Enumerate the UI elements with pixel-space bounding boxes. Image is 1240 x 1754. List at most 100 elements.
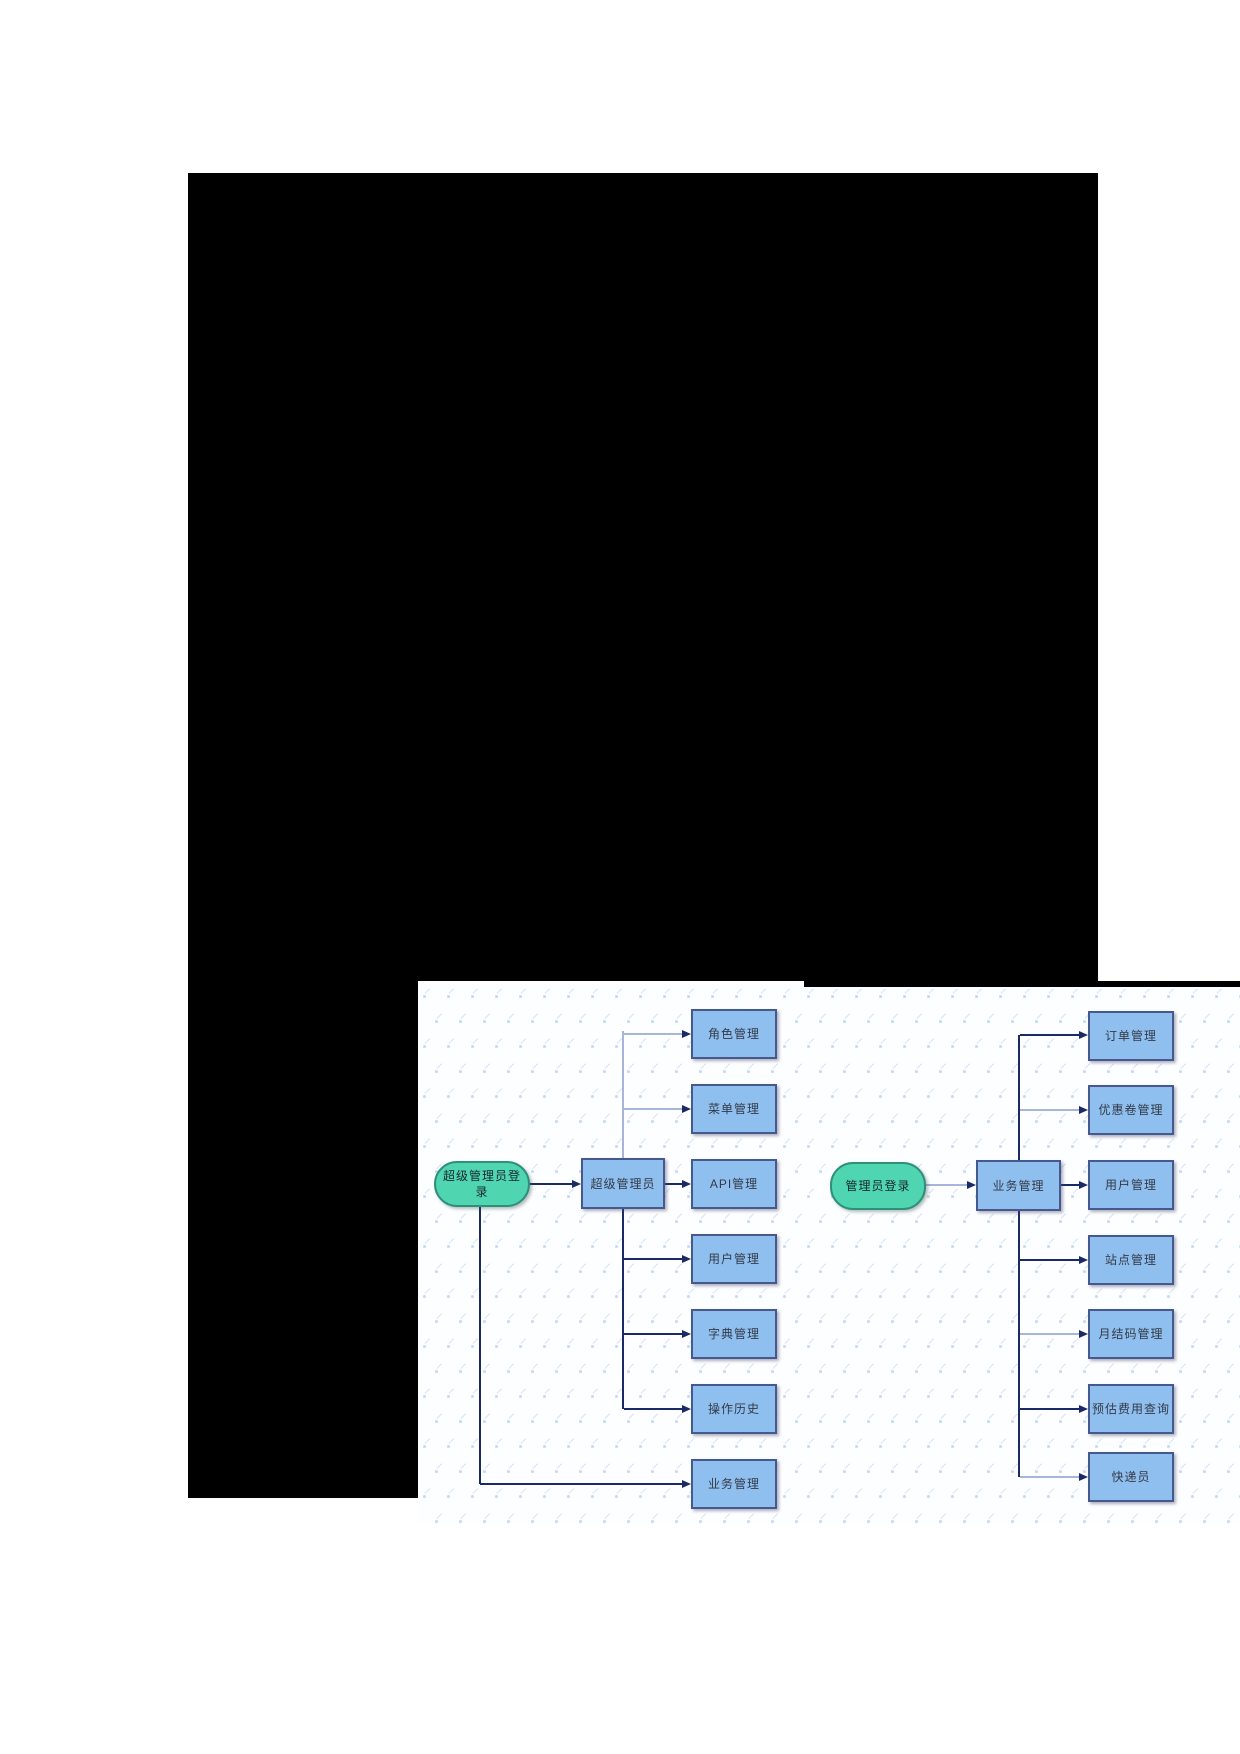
grid-mark <box>554 1364 564 1374</box>
grid-mark <box>1058 1264 1068 1274</box>
grid-mark <box>782 1339 792 1349</box>
grid-mark <box>1214 1389 1224 1399</box>
grid-mark <box>662 1339 672 1349</box>
grid-mark <box>986 1464 996 1474</box>
grid-mark <box>782 1139 792 1149</box>
grid-mark <box>530 1014 540 1024</box>
grid-mark <box>1046 989 1056 999</box>
grid-mark <box>1070 1039 1080 1049</box>
grid-mark <box>458 1314 468 1324</box>
grid-mark <box>494 989 504 999</box>
grid-mark <box>938 1364 948 1374</box>
grid-mark <box>1202 1464 1212 1474</box>
grid-mark <box>482 1364 492 1374</box>
grid-mark <box>1190 1239 1200 1249</box>
grid-mark <box>1034 1414 1044 1424</box>
grid-mark <box>530 1364 540 1374</box>
grid-mark <box>422 1389 432 1399</box>
grid-mark <box>602 1364 612 1374</box>
grid-mark <box>830 1089 840 1099</box>
grid-mark <box>1202 1214 1212 1224</box>
grid-mark <box>1178 1364 1188 1374</box>
grid-mark <box>626 1264 636 1274</box>
grid-mark <box>998 1389 1008 1399</box>
grid-mark <box>470 1139 480 1149</box>
grid-mark <box>806 1389 816 1399</box>
grid-mark <box>554 1014 564 1024</box>
node-role-management: 角色管理 <box>691 1009 777 1059</box>
grid-mark <box>1070 1489 1080 1499</box>
grid-mark <box>1034 1014 1044 1024</box>
grid-mark <box>1226 1114 1236 1124</box>
node-business-management-left: 业务管理 <box>691 1459 777 1509</box>
grid-mark <box>542 1139 552 1149</box>
grid-mark <box>938 1064 948 1074</box>
grid-mark <box>1214 1189 1224 1199</box>
grid-mark <box>986 1114 996 1124</box>
grid-mark <box>506 1264 516 1274</box>
grid-mark <box>1106 1064 1116 1074</box>
grid-mark <box>530 1314 540 1324</box>
grid-mark <box>734 1289 744 1299</box>
grid-mark <box>578 1214 588 1224</box>
grid-mark <box>770 1064 780 1074</box>
grid-mark <box>734 989 744 999</box>
grid-mark <box>902 1139 912 1149</box>
arrow-menu-arrowhead-icon <box>682 1104 691 1113</box>
grid-mark <box>1178 1164 1188 1174</box>
grid-mark <box>638 1289 648 1299</box>
grid-mark <box>722 1514 732 1523</box>
grid-mark <box>578 1064 588 1074</box>
grid-mark <box>566 1139 576 1149</box>
grid-mark <box>758 1439 768 1449</box>
edge-to-api <box>665 1183 683 1185</box>
grid-mark <box>1130 1214 1140 1224</box>
grid-mark <box>638 1339 648 1349</box>
grid-mark <box>998 1089 1008 1099</box>
grid-mark <box>854 1389 864 1399</box>
grid-mark <box>1202 1114 1212 1124</box>
arrow-user-left-arrowhead-icon <box>682 1254 691 1263</box>
grid-mark <box>482 1114 492 1124</box>
grid-mark <box>890 1364 900 1374</box>
grid-mark <box>1094 1139 1104 1149</box>
grid-mark <box>1082 1364 1092 1374</box>
grid-mark <box>674 1064 684 1074</box>
grid-mark <box>866 1064 876 1074</box>
grid-mark <box>914 1014 924 1024</box>
grid-mark <box>1226 1164 1236 1174</box>
grid-mark <box>854 1489 864 1499</box>
grid-mark <box>1046 1039 1056 1049</box>
grid-mark <box>1118 1439 1128 1449</box>
grid-mark <box>794 1414 804 1424</box>
grid-mark <box>830 1339 840 1349</box>
arrow-role-arrowhead-icon <box>682 1029 691 1038</box>
grid-mark <box>518 1239 528 1249</box>
grid-mark <box>506 1214 516 1224</box>
grid-mark <box>1106 1514 1116 1523</box>
grid-mark <box>482 1264 492 1274</box>
grid-mark <box>578 1014 588 1024</box>
arrow-coupon-arrowhead-icon <box>1079 1105 1088 1114</box>
grid-mark <box>1178 1014 1188 1024</box>
grid-mark <box>566 1289 576 1299</box>
grid-mark <box>482 1064 492 1074</box>
grid-mark <box>686 1439 696 1449</box>
arrow-business-left-arrowhead-icon <box>682 1479 691 1488</box>
grid-mark <box>866 1364 876 1374</box>
grid-mark <box>1022 989 1032 999</box>
grid-mark <box>818 1264 828 1274</box>
grid-mark <box>446 1439 456 1449</box>
grid-mark <box>974 1239 984 1249</box>
grid-mark <box>434 1214 444 1224</box>
grid-mark <box>602 1114 612 1124</box>
grid-mark <box>662 1139 672 1149</box>
grid-mark <box>458 1464 468 1474</box>
grid-mark <box>434 1514 444 1523</box>
grid-mark <box>638 1389 648 1399</box>
grid-mark <box>854 1289 864 1299</box>
grid-mark <box>566 1389 576 1399</box>
grid-mark <box>1214 1089 1224 1099</box>
grid-mark <box>830 1239 840 1249</box>
node-dictionary-management-label: 字典管理 <box>707 1327 760 1341</box>
